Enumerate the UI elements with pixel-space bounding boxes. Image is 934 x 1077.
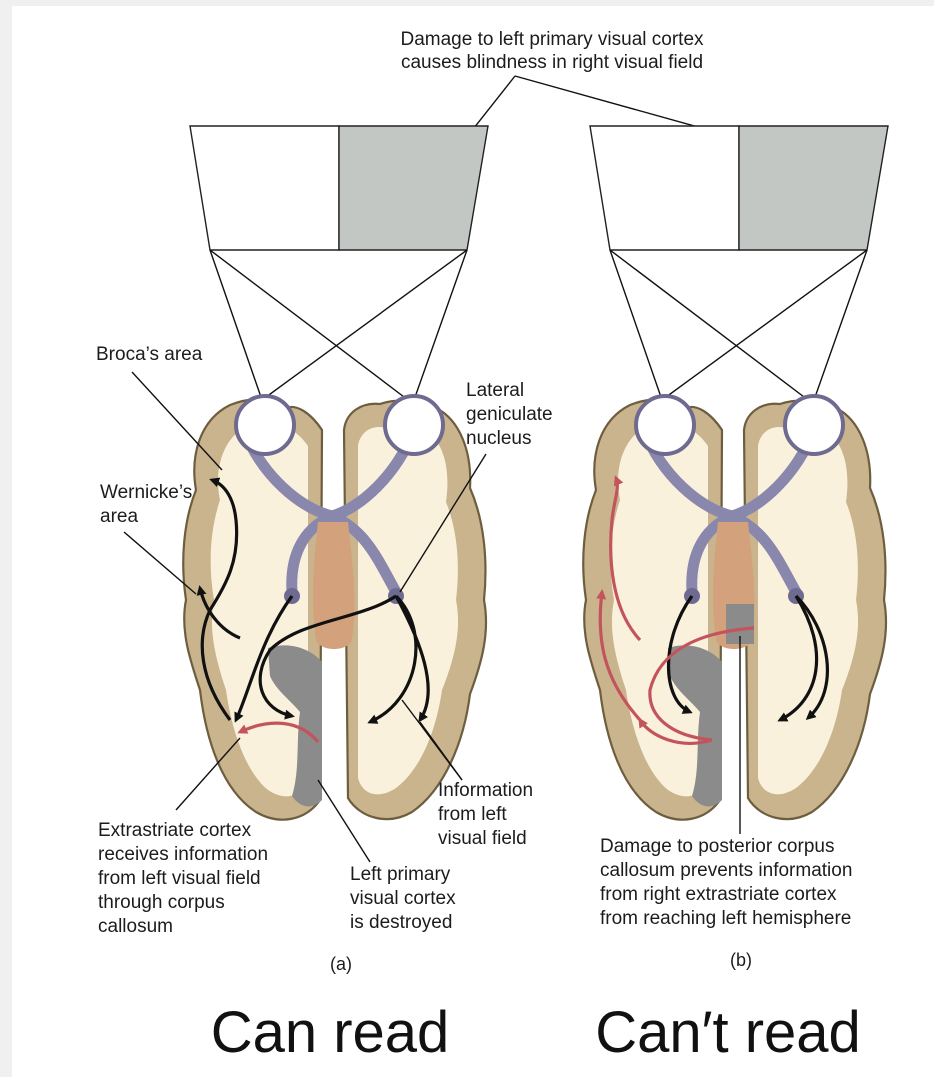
lgn-label-line3: nucleus (466, 428, 532, 449)
extrastriate-label-line3: from left visual field (98, 868, 261, 889)
lgn-label-line2: geniculate (466, 404, 553, 425)
panel-a-verdict: Can read (211, 1000, 450, 1065)
top-caption-line2: causes blindness in right visual field (401, 52, 703, 73)
v1-destroyed-label-line2: visual cortex (350, 888, 456, 909)
info-left-label-line1: Information (438, 780, 533, 801)
v1-destroyed-label-line3: is destroyed (350, 912, 452, 933)
panel-b-letter: (b) (730, 950, 752, 970)
extrastriate-label-line1: Extrastriate cortex (98, 820, 252, 841)
right-visual-field-blind-b (739, 126, 888, 250)
lgn-label-line1: Lateral (466, 380, 524, 401)
extrastriate-label-line4: through corpus (98, 892, 225, 913)
wernicke-label-line1: Wernicke’s (100, 482, 192, 503)
v1-destroyed-label-line1: Left primary (350, 864, 451, 885)
callosum-damage-label-line4: from reaching left hemisphere (600, 908, 851, 929)
broca-label: Broca’s area (96, 344, 203, 365)
callosum-damage-label-line1: Damage to posterior corpus (600, 836, 834, 857)
extrastriate-label-line5: callosum (98, 916, 173, 937)
right-visual-field-blind-a (339, 126, 488, 250)
info-left-label-line3: visual field (438, 828, 527, 849)
top-caption-line1: Damage to left primary visual cortex (400, 29, 704, 50)
callosum-damage-label-line3: from right extrastriate cortex (600, 884, 837, 905)
wernicke-label-line2: area (100, 506, 138, 527)
extrastriate-label-line2: receives information (98, 844, 268, 865)
info-left-label-line2: from left (438, 804, 507, 825)
panel-b-verdict: Can′t read (595, 1000, 861, 1065)
left-visual-field-a (190, 126, 339, 250)
panel-a-letter: (a) (330, 954, 352, 974)
callosum-damage-label-line2: callosum prevents information (600, 860, 852, 881)
left-visual-field-b (590, 126, 739, 250)
